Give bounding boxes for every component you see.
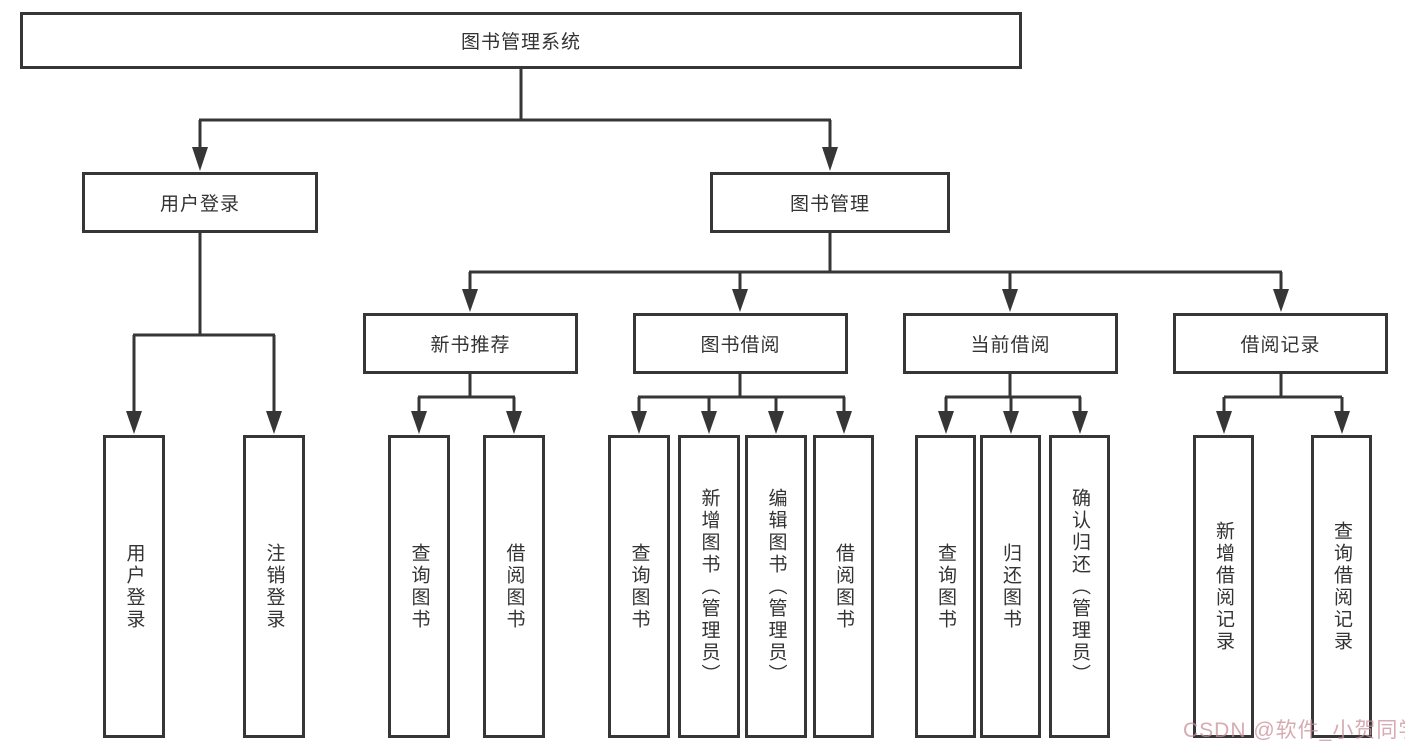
leaf-query-book-borrow: 查询图书: [608, 435, 670, 738]
node-label: 查询图书: [935, 542, 956, 631]
leaf-query-borrow-record: 查询借阅记录: [1311, 435, 1372, 738]
node-label: 用户登录: [159, 194, 240, 215]
edge-current-to-leaves: [944, 373, 1082, 412]
node-label: 编辑图书（管理员）: [765, 487, 787, 686]
node-label: 查询图书: [408, 542, 430, 631]
node-borrow-records: 借阅记录: [1173, 313, 1388, 374]
watermark: CSDN @软件_小贺同学: [1183, 719, 1405, 742]
node-label: 当前借阅: [970, 335, 1051, 356]
leaf-add-borrow-record: 新增借阅记录: [1193, 435, 1254, 738]
node-user-login: 用户登录: [82, 172, 318, 233]
arrowheads: [126, 147, 1350, 434]
leaf-edit-book-admin: 编辑图书（管理员）: [745, 435, 807, 738]
node-label: 借阅图书: [833, 542, 854, 631]
node-label: 查询图书: [628, 542, 650, 631]
edge-newrec-to-leaves: [417, 373, 516, 412]
leaf-add-book-admin: 新增图书（管理员）: [678, 435, 740, 738]
node-label: 借阅图书: [503, 542, 525, 631]
leaf-borrow-book: 借阅图书: [813, 435, 874, 738]
leaf-logout: 注销登录: [243, 435, 305, 738]
node-book-management: 图书管理: [710, 172, 950, 233]
edge-bookmgmt-to-level3: [468, 232, 1283, 290]
leaf-confirm-return-admin: 确认归还（管理员）: [1049, 435, 1110, 738]
node-label: 新增图书（管理员）: [698, 487, 720, 686]
node-label: 图书管理: [789, 194, 870, 215]
edge-userlogin-to-leaves: [132, 232, 276, 412]
node-label: 新书推荐: [430, 335, 511, 356]
leaf-borrow-book-recommend: 借阅图书: [483, 435, 545, 738]
node-new-book-recommend: 新书推荐: [363, 313, 578, 374]
node-label: 查询借阅记录: [1331, 520, 1352, 653]
node-label: 确认归还（管理员）: [1069, 487, 1090, 686]
node-label: 借阅记录: [1240, 335, 1321, 356]
edge-borrow-to-leaves: [637, 373, 846, 412]
node-book-borrow: 图书借阅: [633, 313, 848, 374]
leaf-query-book-current: 查询图书: [915, 435, 976, 738]
node-label: 新增借阅记录: [1213, 520, 1234, 653]
leaf-query-book-recommend: 查询图书: [388, 435, 450, 738]
node-label: 注销登录: [263, 542, 285, 631]
node-label: 图书借阅: [700, 335, 781, 356]
leaf-return-book: 归还图书: [980, 435, 1041, 738]
node-label: 用户登录: [123, 542, 145, 631]
leaf-user-login: 用户登录: [103, 435, 165, 738]
node-library-system: 图书管理系统: [20, 12, 1022, 69]
edge-records-to-leaves: [1222, 373, 1344, 412]
node-label: 归还图书: [1000, 542, 1021, 631]
edge-root-to-level2: [198, 68, 832, 150]
node-current-borrow: 当前借阅: [903, 313, 1118, 374]
node-label: 图书管理系统: [460, 32, 581, 53]
